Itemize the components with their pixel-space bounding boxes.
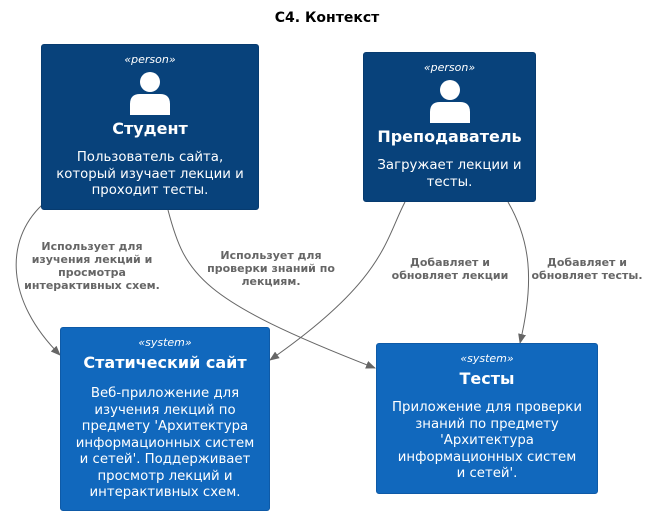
- node-teacher: «person» Преподаватель Загружает лекции …: [363, 52, 536, 202]
- student-description: Пользователь сайта, который изучает лекц…: [56, 150, 244, 198]
- edge-teacher-to-tests: [507, 201, 530, 344]
- node-tests: «system» Тесты Приложение для проверки з…: [376, 343, 598, 494]
- edge-label-student-tests: Использует для проверки знаний по лекция…: [207, 249, 335, 288]
- teacher-name: Преподаватель: [377, 127, 522, 146]
- tests-name: Тесты: [459, 369, 515, 388]
- edge-label-teacher-tests: Добавляет и обновляет тесты.: [531, 256, 643, 282]
- tests-description: Приложение для проверки знаний по предме…: [392, 400, 582, 481]
- edge-label-student-site: Использует для изучения лекций и просмот…: [24, 240, 160, 292]
- static-site-stereotype: «system»: [138, 336, 192, 349]
- edge-teacher-to-site: [269, 201, 406, 361]
- static-site-name: Статический сайт: [83, 353, 247, 372]
- edge-student-to-site: [15, 204, 61, 356]
- diagram-title: C4. Контекст: [274, 10, 380, 26]
- person-icon: [130, 72, 170, 115]
- static-site-description: Веб-приложение для изучения лекций по пр…: [75, 386, 255, 500]
- teacher-description: Загружает лекции и тесты.: [377, 158, 522, 190]
- teacher-stereotype: «person»: [423, 61, 476, 74]
- person-icon: [429, 80, 470, 123]
- edge-label-teacher-site: Добавляет и обновляет лекции: [391, 256, 509, 282]
- tests-stereotype: «system»: [460, 352, 514, 365]
- edge-student-to-tests: [167, 209, 376, 369]
- node-student: «person» Студент Пользователь сайта, кот…: [41, 44, 259, 210]
- student-stereotype: «person»: [124, 53, 176, 66]
- student-name: Студент: [112, 119, 188, 138]
- node-static-site: «system» Статический сайт Веб-приложение…: [60, 327, 270, 511]
